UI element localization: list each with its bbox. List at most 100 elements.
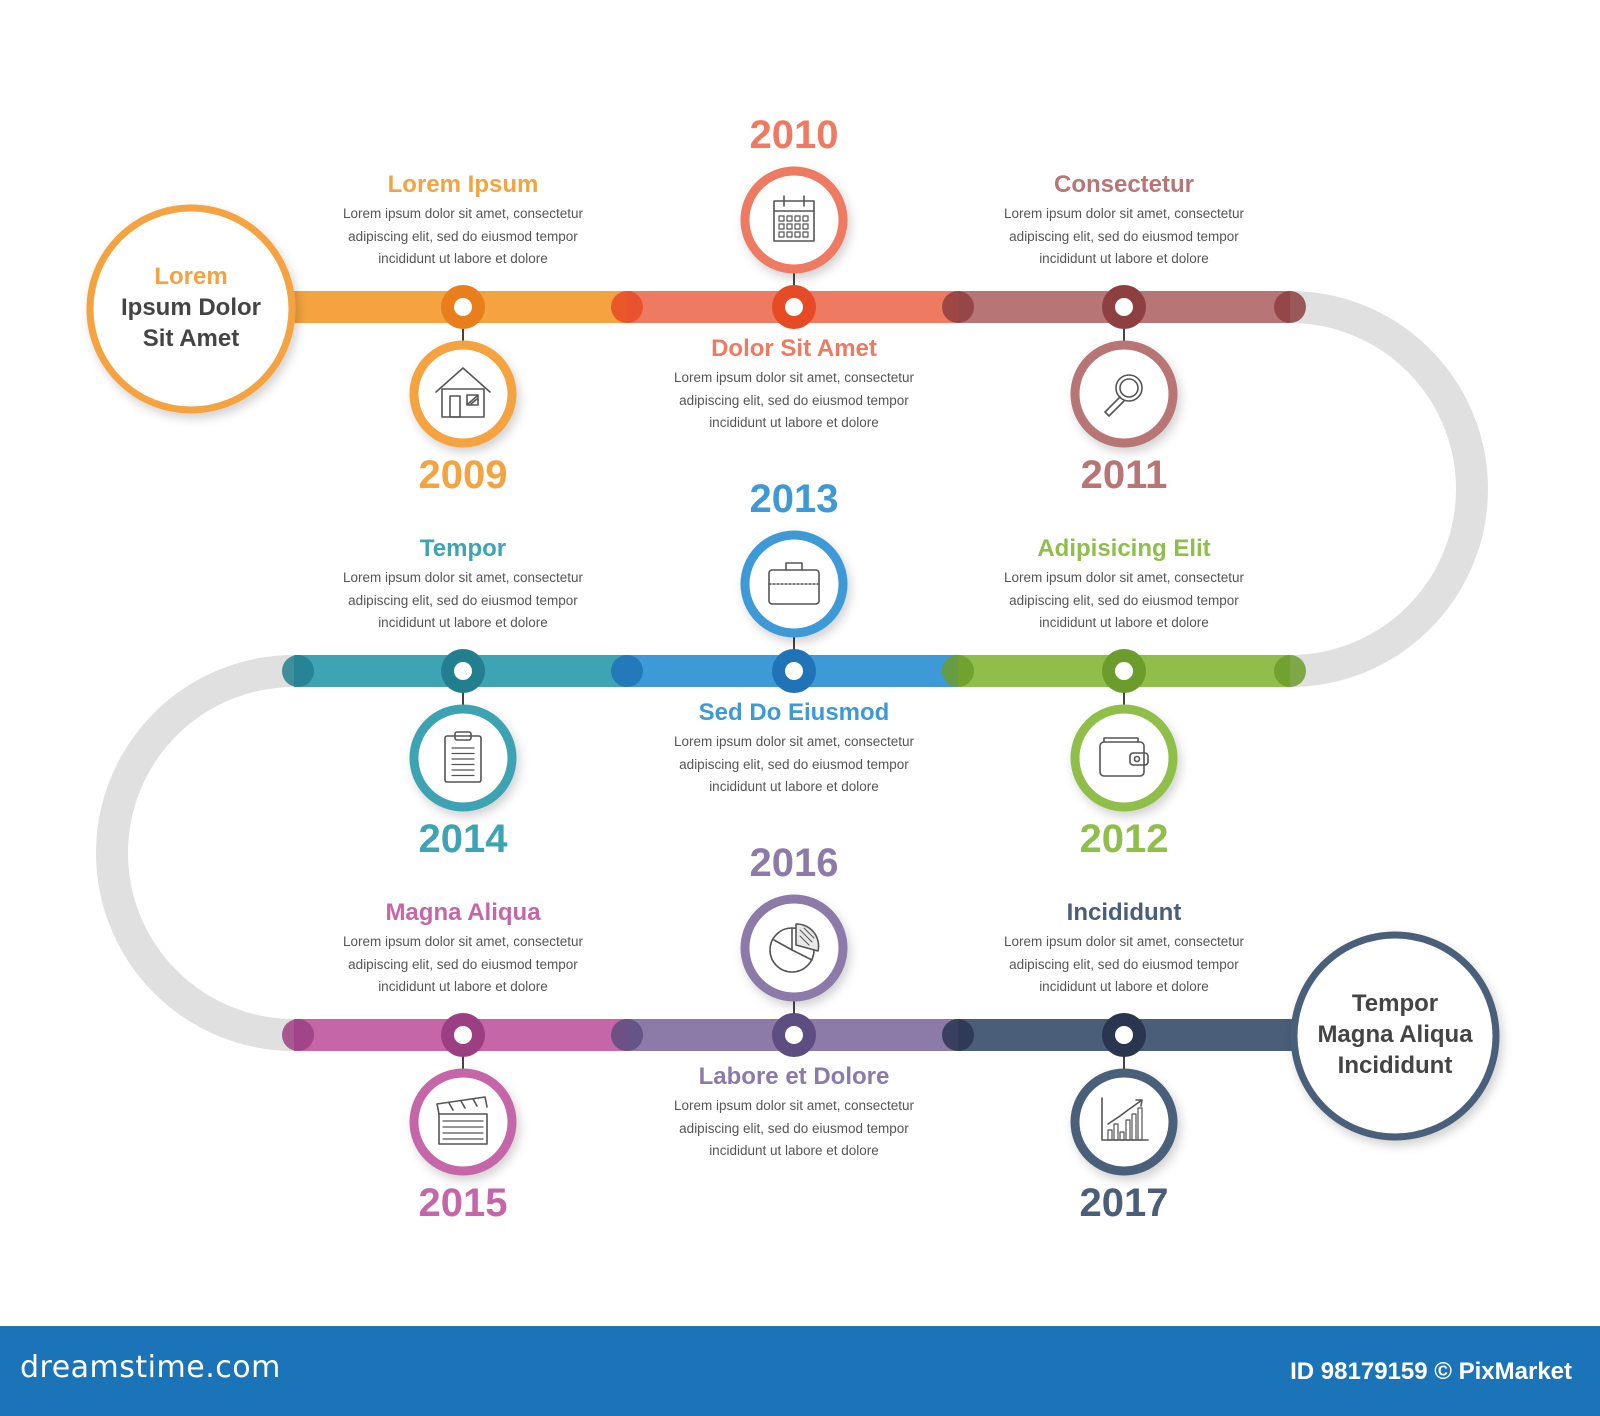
milestone-title-2014: Tempor: [419, 535, 507, 562]
calendar-icon: [773, 195, 815, 242]
track-joint-dot: [1274, 291, 1306, 323]
milestone-icon-circle-2010: [740, 166, 848, 274]
end-label-line: Incididunt: [1337, 1052, 1453, 1079]
milestone-node-center: [785, 1026, 803, 1044]
milestone-title-2012: Adipisicing Elit: [1037, 535, 1211, 562]
start-label-line: Lorem: [154, 263, 228, 290]
start-label-line: Ipsum Dolor: [120, 294, 261, 321]
milestone-node-center: [454, 662, 472, 680]
dreamstime-logo: dreamstime.com: [20, 1350, 281, 1385]
milestone-icon-circle-2009: [409, 340, 517, 448]
milestone-description-2011: Lorem ipsum dolor sit amet, consectetur a…: [989, 203, 1259, 271]
wallet-icon: [1099, 737, 1149, 777]
milestone-icon-circle-2016: [740, 894, 848, 1002]
track-joint-dot: [611, 655, 643, 687]
milestone-node-center: [1115, 662, 1133, 680]
description-line: adipiscing elit, sed do eiusmod tempor: [1009, 956, 1239, 972]
clapperboard-icon: [436, 1096, 488, 1145]
year-label-2017: 2017: [1079, 1181, 1169, 1225]
house-icon: [435, 367, 491, 418]
milestone-node-center: [785, 662, 803, 680]
description-line: Lorem ipsum dolor sit amet, consectetur: [673, 1098, 915, 1113]
description-line: Lorem ipsum dolor sit amet, consectetur: [1003, 570, 1245, 585]
milestone-title-2013: Sed Do Eiusmod: [698, 699, 890, 726]
milestone-description-2014: Lorem ipsum dolor sit amet, consectetur a…: [328, 567, 598, 635]
description-line: incididunt ut labore et dolore: [378, 979, 548, 994]
year-label-2011: 2011: [1080, 453, 1168, 497]
connector-right: [1289, 291, 1488, 687]
description-line: Lorem ipsum dolor sit amet, consectetur: [342, 570, 584, 585]
description-line: Lorem ipsum dolor sit amet, consectetur: [1003, 206, 1245, 221]
milestone-title-2015: Magna Aliqua: [385, 899, 541, 926]
year-label-2013: 2013: [749, 477, 839, 521]
description-line: adipiscing elit, sed do eiusmod tempor: [348, 956, 578, 972]
description-line: adipiscing elit, sed do eiusmod tempor: [348, 228, 578, 244]
image-credit: ID 98179159 © PixMarket: [1290, 1358, 1572, 1385]
description-line: Lorem ipsum dolor sit amet, consectetur: [342, 206, 584, 221]
year-label-2010: 2010: [749, 113, 839, 157]
track-joint-dot: [282, 655, 314, 687]
milestone-description-2016: Lorem ipsum dolor sit amet, consectetur a…: [659, 1095, 929, 1163]
year-label-2014: 2014: [418, 817, 508, 861]
milestone-title-2017: Incididunt: [1066, 899, 1182, 926]
description-line: incididunt ut labore et dolore: [1039, 615, 1209, 630]
start-circle: [86, 204, 296, 414]
milestone-description-2013: Lorem ipsum dolor sit amet, consectetur a…: [659, 731, 929, 799]
connector-left: [96, 655, 295, 1051]
year-label-2009: 2009: [418, 453, 508, 497]
track-joint-dot: [942, 291, 974, 323]
milestone-description-2010: Lorem ipsum dolor sit amet, consectetur a…: [659, 367, 929, 435]
track-joint-dot: [282, 1019, 314, 1051]
pie-chart-icon: [769, 923, 820, 973]
end-label-line: Tempor: [1351, 990, 1439, 1017]
description-line: adipiscing elit, sed do eiusmod tempor: [679, 756, 909, 772]
start-label-line: Sit Amet: [142, 325, 240, 352]
description-line: Lorem ipsum dolor sit amet, consectetur: [673, 370, 915, 385]
milestone-icon-circle-2011: [1070, 340, 1178, 448]
track-joint-dot: [1274, 655, 1306, 687]
milestone-title-2009: Lorem Ipsum: [387, 171, 539, 198]
description-line: adipiscing elit, sed do eiusmod tempor: [1009, 592, 1239, 608]
magnifier-icon: [1104, 374, 1143, 417]
year-label-2012: 2012: [1079, 817, 1169, 861]
track-joint-dot: [942, 1019, 974, 1051]
year-label-2016: 2016: [749, 841, 839, 885]
description-line: incididunt ut labore et dolore: [378, 615, 548, 630]
milestone-node-center: [454, 298, 472, 316]
milestone-icon-circle-2012: [1070, 704, 1178, 812]
description-line: Lorem ipsum dolor sit amet, consectetur: [1003, 934, 1245, 949]
description-line: adipiscing elit, sed do eiusmod tempor: [679, 392, 909, 408]
clipboard-icon: [444, 731, 482, 783]
description-line: incididunt ut labore et dolore: [1039, 251, 1209, 266]
milestone-node-center: [1115, 298, 1133, 316]
track-joint-dot: [611, 1019, 643, 1051]
milestone-icon-circle-2015: [409, 1068, 517, 1176]
end-circle: [1290, 931, 1500, 1141]
briefcase-icon: [768, 562, 820, 605]
description-line: adipiscing elit, sed do eiusmod tempor: [1009, 228, 1239, 244]
milestone-title-2016: Labore et Dolore: [698, 1063, 890, 1090]
track-joint-dot: [942, 655, 974, 687]
description-line: Lorem ipsum dolor sit amet, consectetur: [342, 934, 584, 949]
description-line: adipiscing elit, sed do eiusmod tempor: [348, 592, 578, 608]
milestone-node-center: [454, 1026, 472, 1044]
description-line: incididunt ut labore et dolore: [378, 251, 548, 266]
milestone-title-2011: Consectetur: [1053, 171, 1195, 198]
milestone-icon-circle-2017: [1070, 1068, 1178, 1176]
description-line: Lorem ipsum dolor sit amet, consectetur: [673, 734, 915, 749]
bar-chart-icon: [1101, 1097, 1149, 1141]
milestone-description-2009: Lorem ipsum dolor sit amet, consectetur a…: [328, 203, 598, 271]
milestone-title-2010: Dolor Sit Amet: [711, 335, 877, 362]
description-line: incididunt ut labore et dolore: [709, 779, 879, 794]
description-line: incididunt ut labore et dolore: [1039, 979, 1209, 994]
timeline-diagram: [86, 166, 1500, 1176]
track-joint-dot: [611, 291, 643, 323]
year-label-2015: 2015: [418, 1181, 508, 1225]
milestone-node-center: [785, 298, 803, 316]
description-line: incididunt ut labore et dolore: [709, 415, 879, 430]
description-line: adipiscing elit, sed do eiusmod tempor: [679, 1120, 909, 1136]
description-line: incididunt ut labore et dolore: [709, 1143, 879, 1158]
end-label-line: Magna Aliqua: [1317, 1021, 1473, 1048]
